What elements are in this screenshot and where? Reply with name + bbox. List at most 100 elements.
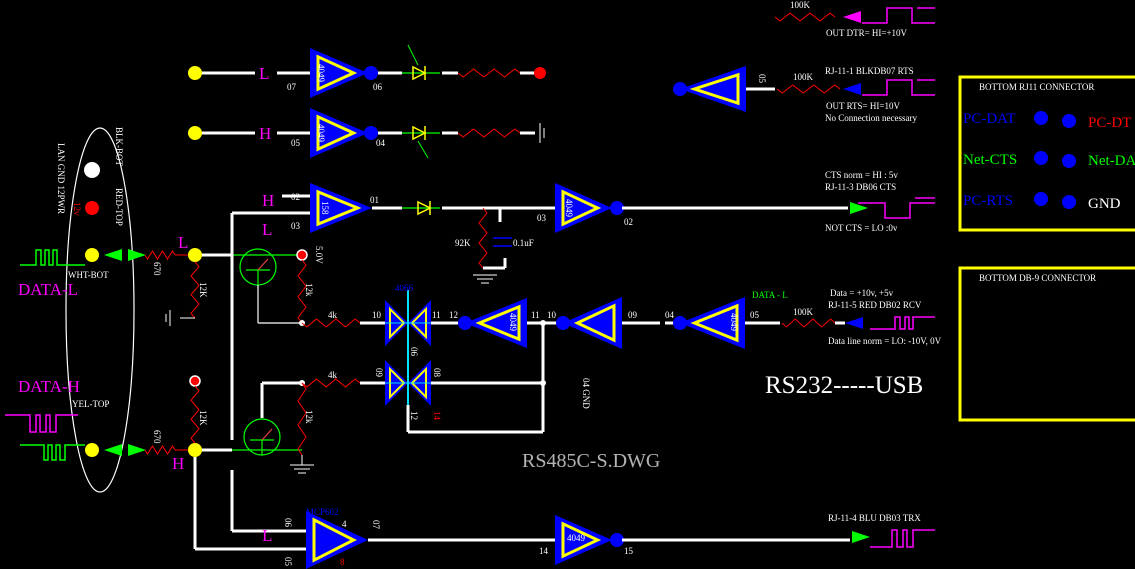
rts-r: 100K	[793, 72, 814, 82]
rj11-right-2: GND	[1088, 196, 1121, 212]
led1-pin-in: 07	[287, 82, 297, 92]
db9-box-title: BOTTOM DB-9 CONNECTOR	[979, 273, 1096, 283]
resistor-12k-t2	[297, 382, 307, 456]
inverter-bubble	[458, 316, 472, 330]
lan-connector-outline	[65, 127, 135, 493]
drawing-title: RS232-----USB	[765, 372, 923, 399]
led1-chip: 4049	[316, 64, 326, 83]
rts-arrow-icon	[843, 83, 861, 95]
rts-note2: OUT RTS= HI=10V	[826, 101, 900, 111]
v12-label: 12v	[72, 202, 82, 216]
data-l-label: DATA-L	[18, 280, 78, 299]
red-top-label: RED-TOP	[114, 188, 124, 226]
trx-p07: 07	[371, 520, 381, 530]
led2-inverter-bubble	[364, 126, 378, 140]
cts-chip2: 4049	[564, 199, 574, 218]
b2-in: 10	[547, 310, 557, 320]
trx-p05: 05	[283, 557, 293, 567]
rj11-right-1: Net-DA	[1088, 153, 1135, 169]
inverter-bubble	[610, 533, 624, 547]
rts-note3: No Connection necessary	[825, 113, 917, 123]
resistor-100k-rts-icon	[776, 84, 841, 94]
cts-pin-out: 01	[370, 195, 379, 205]
cts-net-h: H	[262, 191, 274, 210]
cts-note1: CTS norm = HI : 5v	[825, 170, 898, 180]
led2-input-dot	[188, 126, 202, 140]
resistor-670-h	[144, 445, 176, 455]
led2-led-icon	[412, 125, 427, 141]
trx-waveform	[870, 529, 935, 548]
b3-chip: 4049	[729, 313, 739, 332]
trx-note: RJ-11-4 BLU DB03 TRX	[828, 513, 921, 523]
rj11-left-2: PC-RTS	[963, 193, 1013, 209]
rts-buffer-icon-inner	[689, 72, 740, 106]
b3-out: 05	[750, 310, 760, 320]
dtr-waveform	[862, 7, 935, 24]
data-h-label: DATA-H	[18, 377, 80, 396]
r-670-l: 670	[152, 262, 162, 276]
led2-chip: 4049	[316, 124, 326, 143]
rj11-right-0: PC-DT	[1088, 115, 1131, 131]
cts-pin-out2: 02	[624, 217, 633, 227]
pin-data-h-dot	[85, 443, 99, 457]
rcv-note3: Data line norm = LO: -10V, 0V	[828, 336, 942, 346]
sw-p08: 08	[432, 368, 442, 378]
resistor-100k-dtr-icon	[774, 12, 836, 22]
gnd-note: 04 GND	[581, 378, 591, 409]
led1-buffer-icon-inner	[316, 54, 358, 92]
resistor-4k-1	[301, 318, 361, 328]
data-h-waveform-2	[20, 444, 85, 461]
trx-mid: 209	[328, 537, 342, 547]
resistor-100k-rcv-icon	[781, 318, 836, 328]
blk-bot-label: BLK-BOT	[114, 127, 124, 166]
opamp-mcp602-icon	[306, 511, 368, 569]
rj11-connector-box	[958, 75, 1135, 232]
rcv-buffer-2-icon-inner	[573, 303, 616, 343]
trx-buf-out: 15	[624, 546, 634, 556]
transistor-emitter	[261, 428, 273, 441]
sw-p10: 10	[372, 310, 382, 320]
rcv-note1: Data = +10v, +5v	[830, 288, 894, 298]
cts-waveform	[858, 202, 935, 219]
sw-p09: 09	[374, 368, 384, 378]
trx-net-l: L	[262, 526, 272, 545]
r-4k-2: 4k	[328, 370, 338, 380]
rts-note1: RJ-11-1 BLKDB07 RTS	[825, 66, 914, 76]
rcv-buffer-1-icon-inner	[475, 304, 521, 342]
cts-output-arrow-icon	[850, 202, 868, 214]
resistor-670-l	[144, 250, 176, 260]
b1-in: 12	[449, 310, 458, 320]
rj11-left-0: PC-DAT	[963, 111, 1016, 127]
transistor-emitter	[257, 258, 269, 271]
led-vcc-dot	[534, 67, 546, 79]
inverter-bubble	[673, 82, 687, 96]
arrow-icon	[104, 249, 122, 261]
lan-side-label: LAN GND 12PWR	[56, 143, 66, 214]
cts-inverter-bubble	[610, 201, 624, 215]
yel-top-label: YEL-TOP	[72, 399, 109, 409]
cts-pin-b: 03	[291, 221, 301, 231]
opamp-label: MCP602	[306, 507, 339, 517]
b1-chip: 4049	[508, 313, 518, 332]
cts-buffer-158-icon-inner	[316, 189, 362, 227]
inverter-bubble	[556, 316, 570, 330]
dtr-arrow-icon	[843, 11, 861, 23]
rts-pin: 05	[757, 74, 767, 84]
rj11-pin-left-1	[1034, 151, 1048, 165]
data-h-waveform	[5, 414, 78, 433]
cts-pin-in2: 03	[537, 213, 547, 223]
drawing-file-label: RS485C-S.DWG	[522, 450, 660, 472]
node-l-dot	[188, 248, 202, 262]
wht-bot-label: WHT-BOT	[68, 270, 109, 280]
sw-p11: 11	[432, 310, 441, 320]
rj11-pin-right-0	[1062, 114, 1076, 128]
node-dot	[540, 380, 546, 386]
rj11-pin-right-2	[1062, 195, 1076, 209]
resistor-12k-pd	[190, 261, 200, 319]
arrow-icon	[128, 249, 146, 261]
cts-c: 0.1uF	[513, 238, 534, 248]
rj11-left-1: Net-CTS	[963, 152, 1017, 168]
trx-buffer-4049-icon-inner	[561, 521, 602, 559]
b2-out: 09	[628, 310, 638, 320]
rcv-buffer-3-icon-inner	[690, 303, 739, 343]
